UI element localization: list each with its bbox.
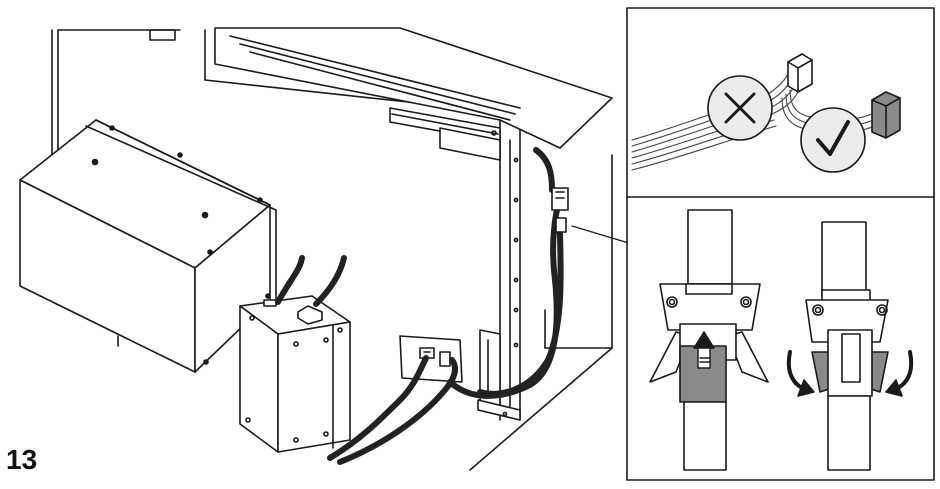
frame-clip	[551, 187, 633, 245]
arrow-up-icon	[693, 331, 715, 369]
support-foot	[477, 329, 521, 421]
step-number: 13	[6, 444, 38, 475]
curved-arrow-icon	[786, 350, 815, 397]
cables	[275, 147, 564, 465]
control-box	[239, 295, 351, 453]
mounting-rail	[389, 107, 501, 161]
cross-icon	[707, 75, 773, 141]
worktop	[149, 27, 613, 149]
clip-release-detail	[649, 209, 914, 471]
side-frame	[509, 139, 546, 411]
check-icon	[800, 107, 866, 173]
connector-orientation-detail	[631, 53, 901, 171]
detail-panel-frame	[626, 7, 935, 481]
blower-box	[19, 119, 277, 373]
curved-arrow-icon	[885, 350, 914, 397]
